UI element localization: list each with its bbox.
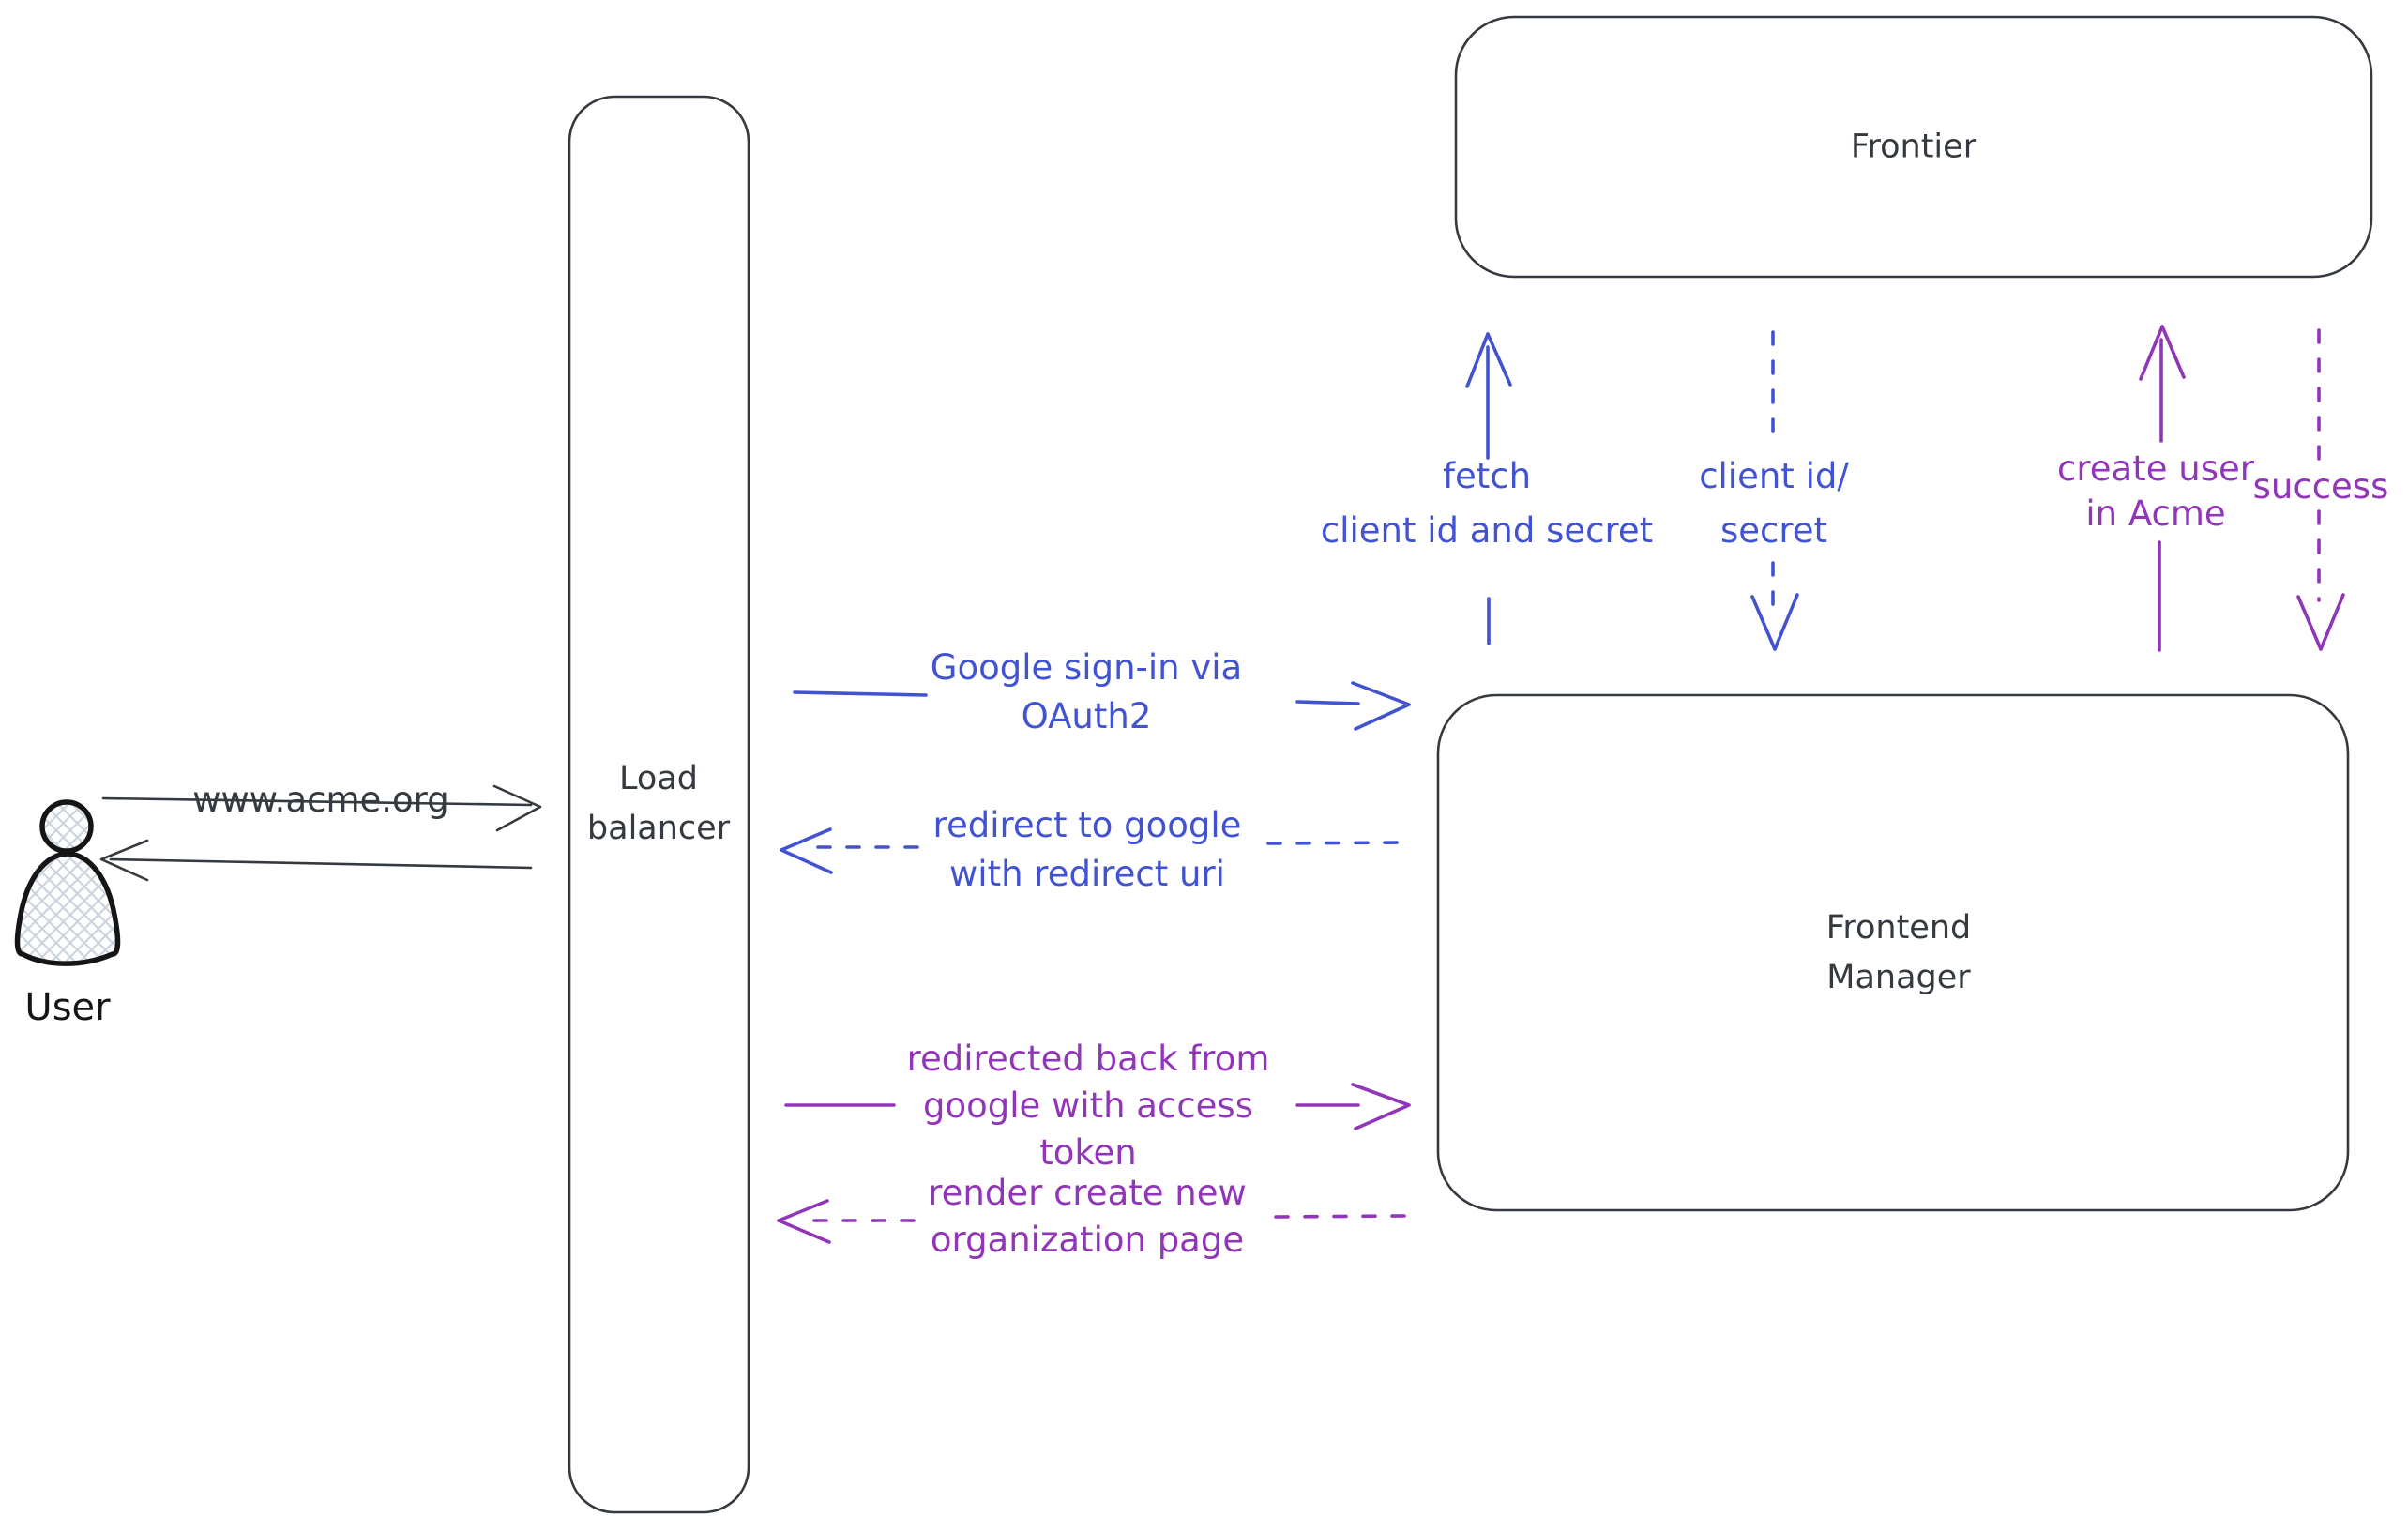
edge-label-client-id-secret: client id/ secret — [1699, 449, 1849, 558]
edge-label-fetch-client: fetch client id and secret — [1321, 449, 1653, 558]
user-label-text: User — [24, 986, 111, 1029]
frontier-label: Frontier — [1851, 123, 1976, 173]
arrow-redirect-to-google — [780, 827, 1411, 874]
arrow-lb-to-user — [99, 839, 533, 882]
edge-label-redirect-to-google: redirect to google with redirect uri — [933, 801, 1242, 899]
load-balancer-label: Load balancer — [587, 754, 730, 854]
edge-label-create-user: create user in Acme — [2057, 447, 2254, 537]
edge-label-line: create user — [2057, 448, 2254, 489]
edge-label-google-signin: Google sign-in via OAuth2 — [931, 644, 1242, 741]
frontend-manager-line: Manager — [1826, 959, 1971, 996]
edge-label-line: organization page — [930, 1220, 1245, 1260]
arrow-fetch-client — [1465, 332, 1512, 645]
edge-label-line: redirect to google — [932, 805, 1242, 845]
edge-label-line: client id/ — [1699, 456, 1849, 496]
edge-label-line: fetch — [1442, 456, 1532, 496]
edge-label-line: render create new — [928, 1173, 1247, 1213]
frontend-manager-box — [1436, 693, 2350, 1212]
arrow-user-to-lb — [101, 784, 542, 832]
arrow-create-user — [2139, 325, 2186, 652]
edge-label-line: in Acme — [2085, 493, 2226, 534]
edge-label-redirected-back: redirected back from google with access … — [907, 1036, 1270, 1176]
frontend-manager-label: Frontend Manager — [1826, 903, 1971, 1003]
arrow-client-id-secret — [1750, 330, 1799, 651]
edge-label-render-page: render create new organization page — [928, 1170, 1247, 1264]
load-balancer-line: balancer — [586, 810, 731, 847]
frontier-label-text: Frontier — [1850, 128, 1977, 166]
arrow-render-page — [777, 1199, 1406, 1244]
edge-label-line: client id and secret — [1320, 510, 1654, 551]
edge-label-acme-url: www.acme.org — [192, 776, 448, 825]
frontier-box — [1454, 15, 2373, 279]
frontend-manager-line: Frontend — [1825, 909, 1972, 947]
edge-label-line: www.acme.org — [192, 780, 449, 820]
user-icon — [14, 799, 121, 966]
edge-label-line: redirected back from — [906, 1039, 1270, 1079]
load-balancer-box — [568, 95, 750, 1514]
edge-label-line: OAuth2 — [1021, 696, 1152, 736]
user-label: User — [24, 983, 110, 1032]
edge-label-line: success — [2252, 466, 2389, 507]
edge-label-line: secret — [1719, 510, 1828, 551]
edge-label-line: with redirect uri — [949, 854, 1225, 894]
arrow-google-signin — [793, 681, 1411, 731]
arrow-redirected-back — [784, 1083, 1411, 1130]
edge-label-line: token — [1039, 1132, 1137, 1173]
edge-label-success: success — [2253, 463, 2389, 511]
arrow-success — [2296, 328, 2345, 651]
edge-label-line: google with access — [923, 1085, 1253, 1126]
edge-label-line: Google sign-in via — [930, 647, 1243, 688]
load-balancer-line: Load — [619, 760, 698, 797]
